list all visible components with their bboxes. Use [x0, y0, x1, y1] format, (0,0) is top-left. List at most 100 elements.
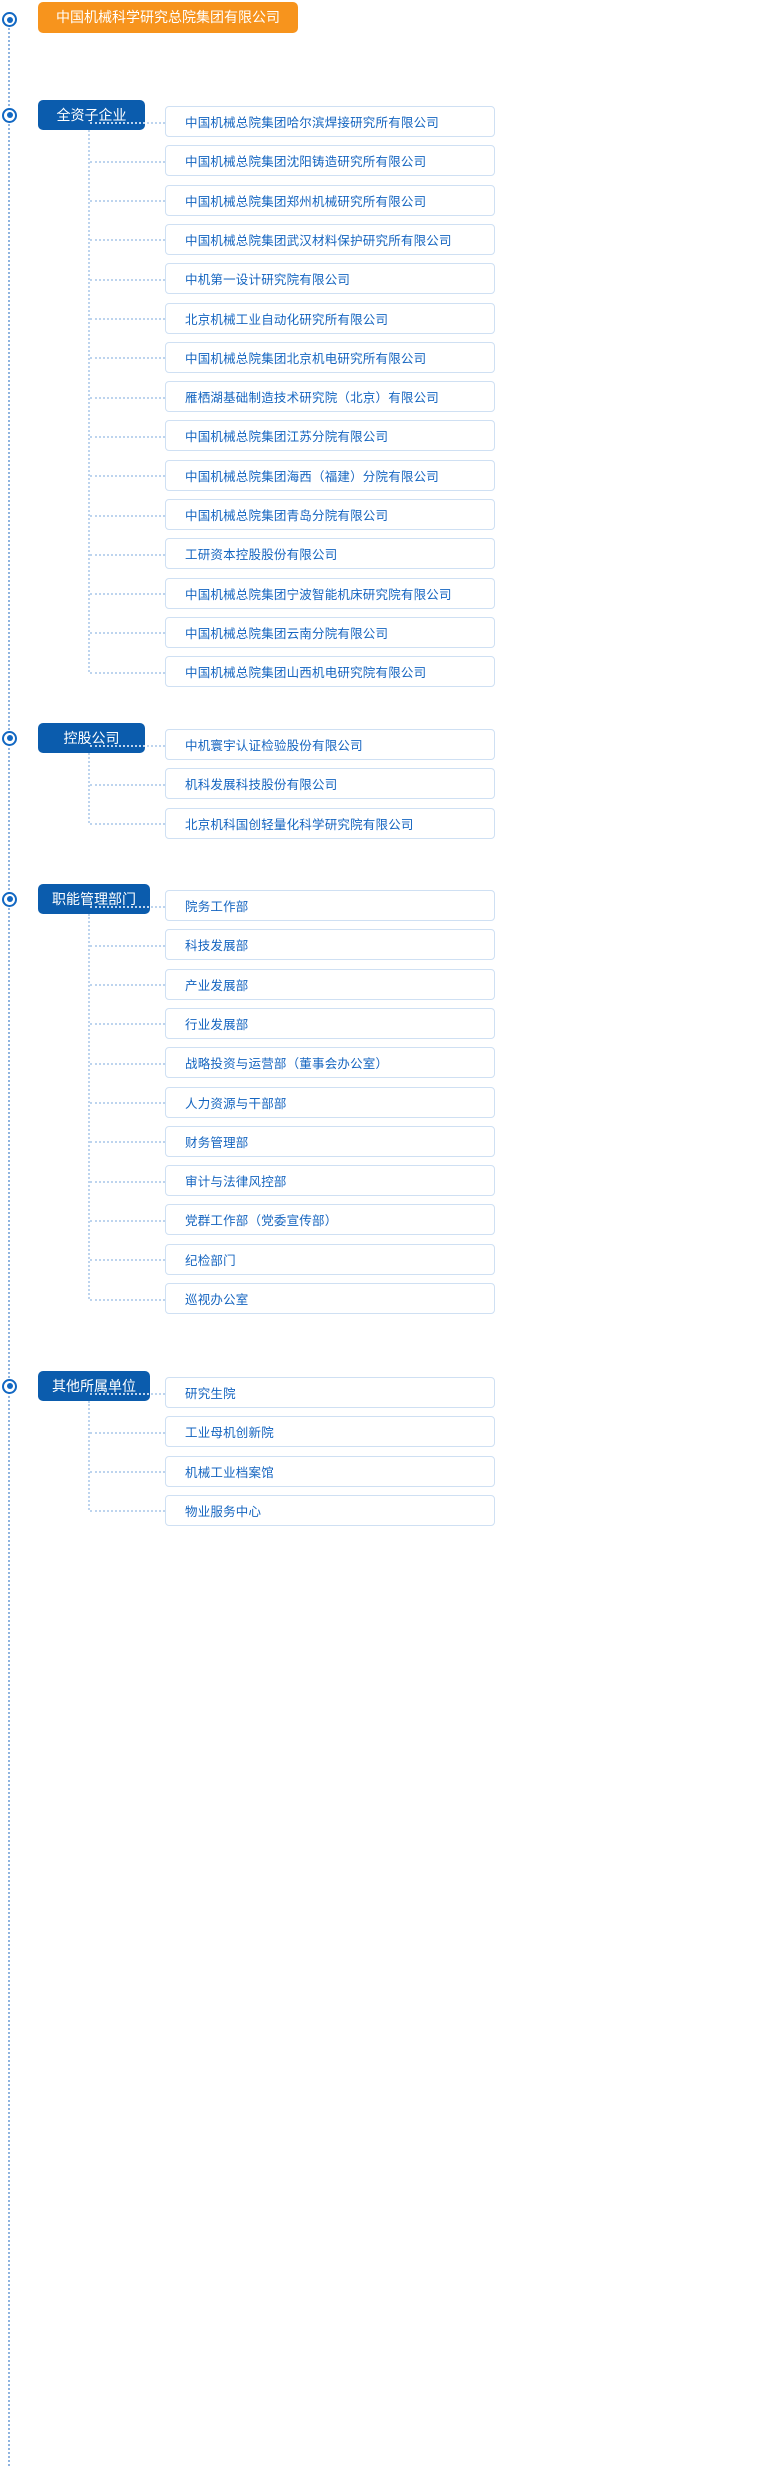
- org-item[interactable]: 行业发展部: [165, 1007, 495, 1039]
- org-item[interactable]: 科技发展部: [165, 929, 495, 961]
- org-item[interactable]: 中国机械总院集团云南分院有限公司: [165, 616, 495, 648]
- item-connector: [90, 1431, 165, 1434]
- org-item-label: 研究生院: [185, 1387, 236, 1401]
- org-item-label: 中国机械总院集团云南分院有限公司: [185, 626, 389, 641]
- group-header-3[interactable]: 职能管理部门: [38, 884, 150, 914]
- item-connector: [90, 593, 165, 596]
- branch-connector-3: [88, 914, 90, 1299]
- item-connector: [90, 671, 165, 674]
- item-connector: [90, 905, 165, 908]
- org-item[interactable]: 党群工作部（党委宣传部）: [165, 1204, 495, 1236]
- org-item-label: 党群工作部（党委宣传部）: [185, 1214, 338, 1229]
- org-item[interactable]: 中国机械总院集团沈阳铸造研究所有限公司: [165, 145, 495, 177]
- org-item[interactable]: 机械工业档案馆: [165, 1455, 495, 1487]
- group-header-4[interactable]: 其他所属单位: [38, 1371, 150, 1401]
- item-connector: [90, 744, 165, 747]
- item-connector: [90, 1062, 165, 1065]
- org-item-label: 北京机科国创轻量化科学研究院有限公司: [185, 817, 414, 832]
- spine-node-group-3[interactable]: [2, 891, 17, 907]
- spine-node-group-4[interactable]: [2, 1378, 17, 1394]
- item-connector: [90, 1471, 165, 1474]
- item-connector: [90, 1259, 165, 1262]
- org-item[interactable]: 中国机械总院集团郑州机械研究所有限公司: [165, 184, 495, 216]
- org-item-label: 物业服务中心: [185, 1504, 262, 1519]
- group-header-label: 其他所属单位: [52, 1378, 136, 1394]
- org-item-label: 中国机械总院集团江苏分院有限公司: [185, 430, 389, 445]
- item-connector: [90, 514, 165, 517]
- org-item-label: 中国机械总院集团山西机电研究院有限公司: [185, 666, 427, 681]
- org-item-label: 雁栖湖基础制造技术研究院（北京）有限公司: [185, 391, 440, 406]
- group-header-label: 全资子企业: [56, 107, 127, 123]
- org-item[interactable]: 财务管理部: [165, 1125, 495, 1157]
- spine-node-group-2[interactable]: [2, 730, 17, 746]
- item-connector: [90, 200, 165, 203]
- org-item[interactable]: 研究生院: [165, 1377, 495, 1408]
- branch-connector-1: [88, 130, 90, 672]
- org-item[interactable]: 工研资本控股股份有限公司: [165, 538, 495, 570]
- org-item[interactable]: 人力资源与干部部: [165, 1086, 495, 1118]
- org-item[interactable]: 雁栖湖基础制造技术研究院（北京）有限公司: [165, 381, 495, 413]
- item-connector: [90, 1023, 165, 1026]
- org-item[interactable]: 北京机科国创轻量化科学研究院有限公司: [165, 807, 495, 839]
- org-item[interactable]: 院务工作部: [165, 890, 495, 921]
- group-header-2[interactable]: 控股公司: [38, 723, 145, 753]
- org-item-label: 北京机械工业自动化研究所有限公司: [185, 312, 389, 327]
- org-item[interactable]: 中机寰宇认证检验股份有限公司: [165, 729, 495, 760]
- item-connector: [90, 1180, 165, 1183]
- org-item-label: 中国机械总院集团北京机电研究所有限公司: [185, 351, 427, 366]
- item-connector: [90, 632, 165, 635]
- item-connector: [90, 944, 165, 947]
- spine-node-root[interactable]: [2, 12, 17, 27]
- org-item-label: 中机第一设计研究院有限公司: [185, 273, 351, 288]
- org-item-label: 财务管理部: [185, 1135, 249, 1150]
- org-item[interactable]: 战略投资与运营部（董事会办公室）: [165, 1047, 495, 1079]
- org-item[interactable]: 审计与法律风控部: [165, 1165, 495, 1197]
- branch-connector-2: [88, 753, 90, 824]
- org-item-label: 院务工作部: [185, 900, 249, 914]
- org-item[interactable]: 中国机械总院集团山西机电研究院有限公司: [165, 656, 495, 688]
- org-item-label: 中国机械总院集团沈阳铸造研究所有限公司: [185, 155, 427, 170]
- item-connector: [90, 239, 165, 242]
- org-item-label: 中国机械总院集团郑州机械研究所有限公司: [185, 194, 427, 209]
- org-item[interactable]: 中国机械总院集团哈尔滨焊接研究所有限公司: [165, 106, 495, 137]
- org-item-label: 审计与法律风控部: [185, 1175, 287, 1190]
- spine-node-group-1[interactable]: [2, 107, 17, 123]
- org-item[interactable]: 巡视办公室: [165, 1283, 495, 1314]
- org-item-label: 中国机械总院集团海西（福建）分院有限公司: [185, 469, 440, 484]
- org-item[interactable]: 中国机械总院集团海西（福建）分院有限公司: [165, 459, 495, 491]
- org-item[interactable]: 中机第一设计研究院有限公司: [165, 263, 495, 295]
- root-node-label: 中国机械科学研究总院集团有限公司: [56, 9, 280, 25]
- item-connector: [90, 357, 165, 360]
- org-item[interactable]: 纪检部门: [165, 1243, 495, 1275]
- org-item[interactable]: 中国机械总院集团宁波智能机床研究院有限公司: [165, 577, 495, 609]
- item-connector: [90, 160, 165, 163]
- org-item-label: 机械工业档案馆: [185, 1465, 274, 1480]
- org-item[interactable]: 中国机械总院集团江苏分院有限公司: [165, 420, 495, 452]
- item-connector: [90, 553, 165, 556]
- item-connector: [90, 1102, 165, 1104]
- group-header-1[interactable]: 全资子企业: [38, 100, 145, 130]
- org-item[interactable]: 中国机械总院集团武汉材料保护研究所有限公司: [165, 223, 495, 255]
- org-item-label: 产业发展部: [185, 978, 249, 993]
- item-connector: [90, 1298, 165, 1301]
- org-item[interactable]: 机科发展科技股份有限公司: [165, 768, 495, 800]
- org-item-label: 工研资本控股股份有限公司: [185, 548, 338, 563]
- org-item[interactable]: 中国机械总院集团青岛分院有限公司: [165, 499, 495, 530]
- item-connector: [90, 1141, 165, 1144]
- org-item-label: 纪检部门: [185, 1253, 236, 1268]
- item-connector: [90, 1510, 165, 1513]
- org-item-label: 中国机械总院集团青岛分院有限公司: [185, 509, 389, 523]
- root-node[interactable]: 中国机械科学研究总院集团有限公司: [38, 2, 298, 33]
- item-connector: [90, 435, 165, 438]
- org-item[interactable]: 物业服务中心: [165, 1494, 495, 1526]
- org-item[interactable]: 工业母机创新院: [165, 1416, 495, 1448]
- group-header-label: 控股公司: [63, 730, 120, 746]
- org-item[interactable]: 中国机械总院集团北京机电研究所有限公司: [165, 341, 495, 373]
- item-connector: [90, 823, 165, 826]
- item-connector: [90, 1219, 165, 1222]
- org-item[interactable]: 北京机械工业自动化研究所有限公司: [165, 302, 495, 334]
- group-header-label: 职能管理部门: [52, 891, 136, 907]
- org-item[interactable]: 产业发展部: [165, 968, 495, 1000]
- org-item-label: 机科发展科技股份有限公司: [185, 778, 338, 793]
